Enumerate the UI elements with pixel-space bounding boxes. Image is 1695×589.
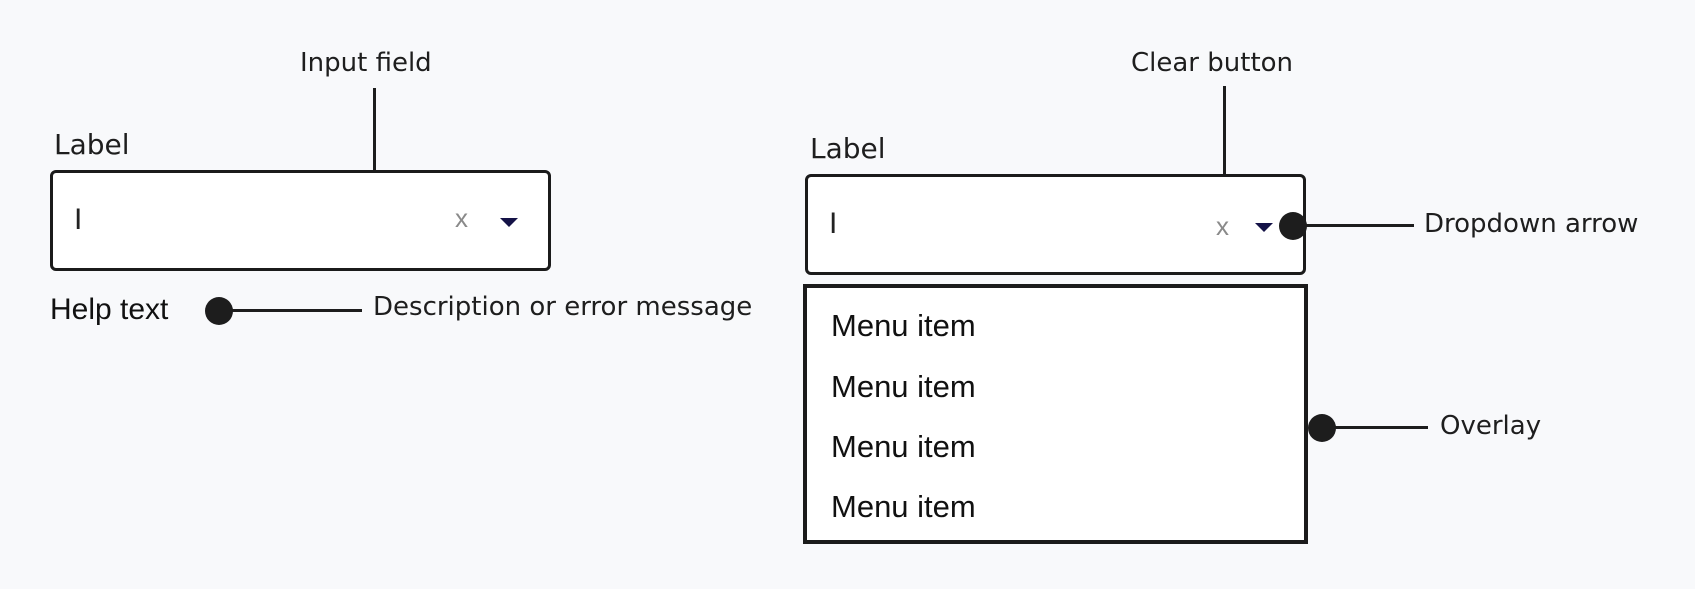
menu-item[interactable]: Menu item <box>831 429 976 464</box>
close-icon[interactable]: x <box>455 203 468 233</box>
annotation-overlay: Overlay <box>1440 411 1542 441</box>
help-text: Help text <box>50 293 169 326</box>
field-label: Label <box>54 128 130 161</box>
text-caret: I <box>829 207 838 240</box>
annotation-clear-button: Clear button <box>1131 48 1294 78</box>
caret-down-icon[interactable] <box>1255 223 1273 232</box>
callout-line-help-text <box>220 309 362 312</box>
annotation-input-field: Input field <box>300 48 432 78</box>
text-caret: I <box>74 203 83 236</box>
callout-line-dropdown-arrow <box>1300 224 1414 227</box>
menu-item[interactable]: Menu item <box>831 308 976 343</box>
annotation-dropdown-arrow: Dropdown arrow <box>1424 209 1639 239</box>
callout-line-clear-button <box>1223 86 1226 196</box>
menu-item[interactable]: Menu item <box>831 489 976 524</box>
dropdown-overlay: Menu item Menu item Menu item Menu item <box>803 284 1308 544</box>
close-icon[interactable]: x <box>1216 211 1229 241</box>
callout-line-input-field <box>373 88 376 192</box>
combobox-input[interactable]: I x <box>50 170 551 271</box>
annotation-description: Description or error message <box>373 292 753 322</box>
callout-line-overlay <box>1324 426 1428 429</box>
combobox-input-open[interactable]: I x <box>805 174 1306 275</box>
menu-item[interactable]: Menu item <box>831 369 976 404</box>
field-label: Label <box>810 132 886 165</box>
caret-down-icon[interactable] <box>500 218 518 227</box>
